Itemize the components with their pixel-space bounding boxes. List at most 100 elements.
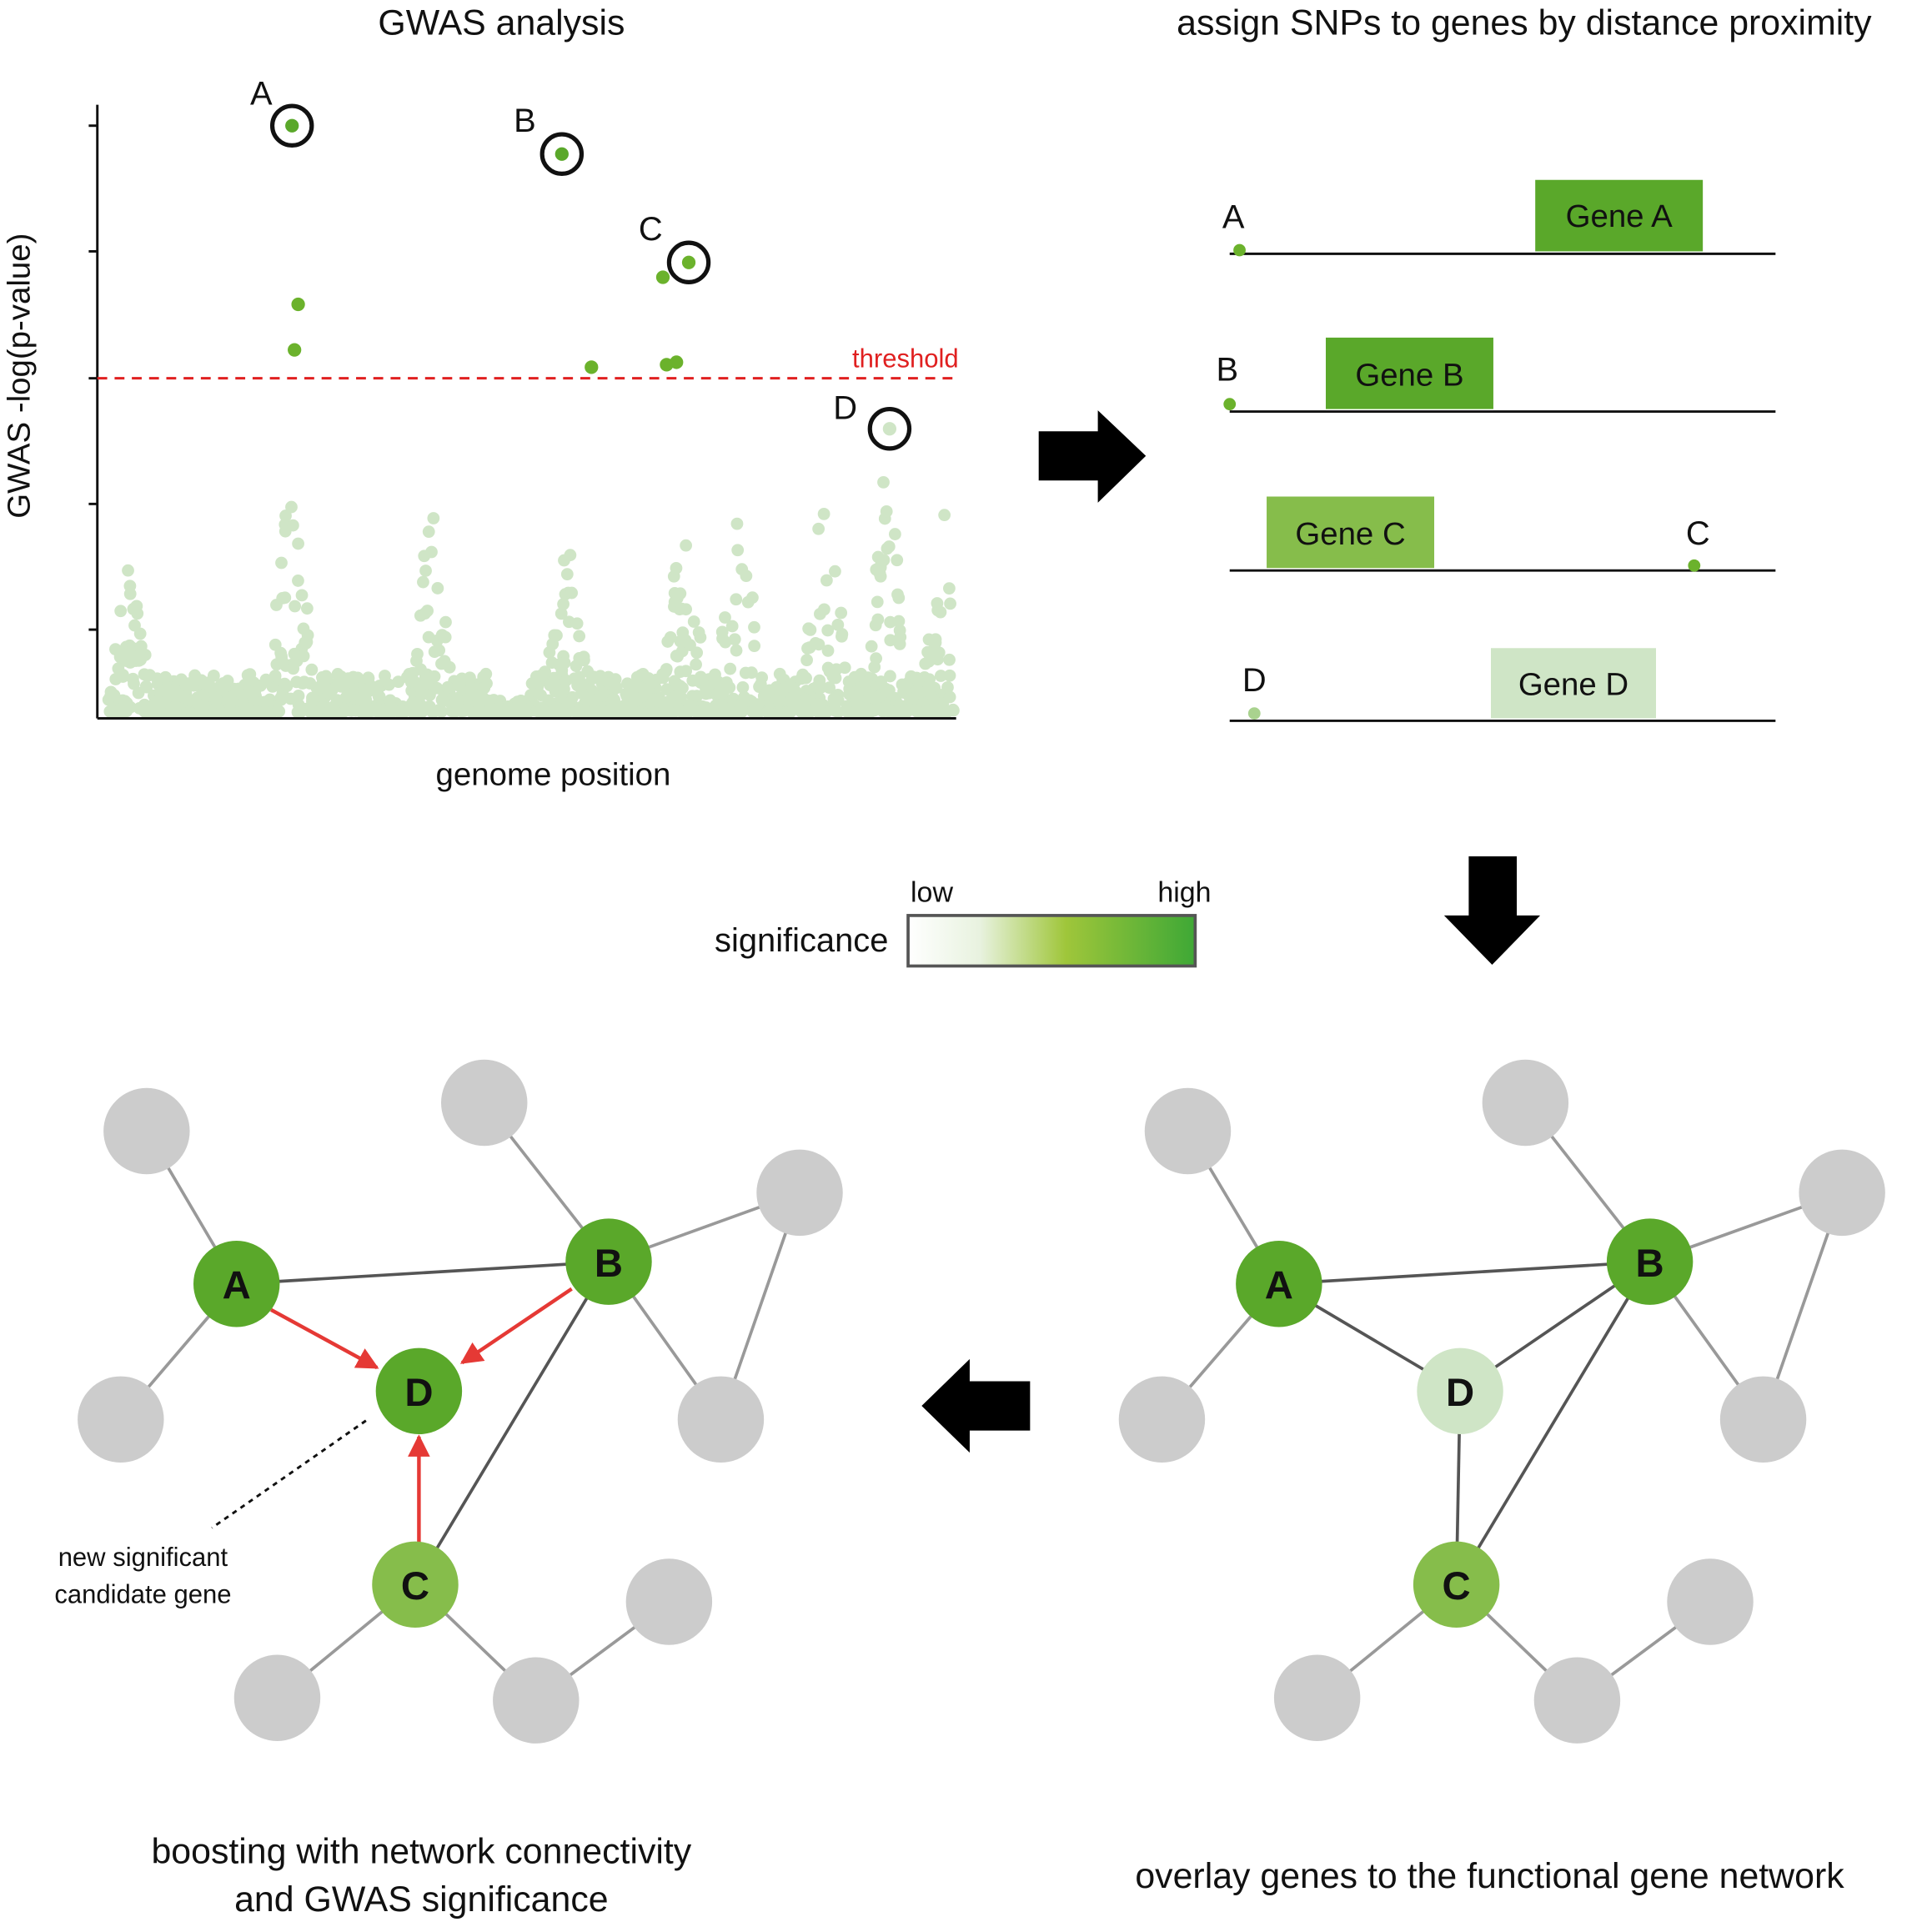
node-label: A <box>1265 1263 1293 1307</box>
background-snp-dot <box>243 685 256 699</box>
background-snp-dot <box>713 685 726 698</box>
background-snp-dot <box>633 705 646 719</box>
background-snp-dot <box>214 705 228 719</box>
background-snp-dot <box>295 589 309 602</box>
background-snp-dot <box>810 698 824 710</box>
significant-dot <box>670 355 684 369</box>
background-snp-dot <box>435 629 449 641</box>
background-snp-dot <box>595 690 608 702</box>
gray-node <box>441 1059 528 1147</box>
background-snp-dot <box>514 695 528 708</box>
background-snp-dot <box>680 665 693 678</box>
boost-title-line1: boosting with network connectivity <box>151 1831 691 1871</box>
overlay-title: overlay genes to the functional gene net… <box>1135 1856 1844 1896</box>
background-snp-dot <box>629 690 641 704</box>
background-snp-dot <box>746 591 759 605</box>
background-snp-dot <box>123 645 136 659</box>
background-snp-dot <box>421 605 434 617</box>
background-snp-dot <box>835 606 848 620</box>
background-snp-dot <box>203 679 216 692</box>
node-b-boosted: B <box>565 1218 652 1305</box>
gray-node <box>493 1657 580 1744</box>
background-snp-dot <box>419 565 432 577</box>
background-snp-dot <box>542 694 555 707</box>
background-snp-dot <box>383 678 395 691</box>
background-snp-dot <box>305 663 319 676</box>
background-snp-dot <box>919 657 932 670</box>
background-snp-dot <box>525 677 539 690</box>
background-snp-dot <box>279 524 292 538</box>
significance-legend: significance low high <box>715 877 1212 968</box>
gene-b-label: Gene B <box>1355 358 1463 394</box>
background-snp-dot <box>840 704 853 716</box>
gray-node <box>233 1654 321 1741</box>
node-b-overlay: B <box>1606 1218 1694 1305</box>
background-snp-dot <box>687 615 700 628</box>
background-snp-dot <box>294 705 307 718</box>
background-snp-dot <box>555 664 569 677</box>
background-snp-dot <box>947 704 960 717</box>
background-snp-dot <box>718 705 731 717</box>
significance-gradient-bar <box>906 914 1197 968</box>
background-snp-dot <box>544 679 557 691</box>
legend-low: low <box>911 877 953 909</box>
background-snp-dot <box>258 695 272 709</box>
background-snp-dot <box>821 624 835 637</box>
gray-node <box>1482 1059 1569 1147</box>
background-snp-dot <box>809 636 822 650</box>
gene-c-box <box>1267 496 1435 569</box>
background-snp-dot <box>478 681 491 695</box>
gray-node <box>1533 1657 1621 1744</box>
snp-b-label: B <box>514 103 536 139</box>
background-snp-dot <box>893 624 906 637</box>
snp-c-label: C <box>639 211 663 248</box>
background-snp-dot <box>690 690 704 702</box>
background-snp-dot <box>479 667 493 680</box>
background-snp-dot <box>221 675 234 687</box>
background-snp-dot <box>516 705 529 718</box>
background-snp-dot <box>831 618 845 631</box>
node-a-overlay: A <box>1236 1241 1322 1327</box>
background-snp-dot <box>123 580 137 593</box>
background-snp-dot <box>565 695 578 708</box>
background-snp-dot <box>821 644 835 657</box>
background-snp-dot <box>108 689 121 702</box>
background-snp-dot <box>292 575 304 587</box>
background-snp-dot <box>360 705 374 718</box>
node-a-boosted: A <box>193 1241 280 1327</box>
background-snp-dot <box>188 694 202 707</box>
node-c-boosted: C <box>372 1541 459 1628</box>
background-snp-dot <box>587 670 600 684</box>
gene-a-label: Gene A <box>1566 198 1674 234</box>
gray-node <box>1799 1149 1885 1237</box>
overlay-network: A B D C overlay genes to the functional … <box>1118 1059 1885 1896</box>
background-snp-dot <box>289 600 301 613</box>
background-snp-dot <box>748 620 760 634</box>
background-snp-dot <box>109 643 122 655</box>
background-snp-dot <box>851 690 864 703</box>
gene-d-label: Gene D <box>1518 666 1628 702</box>
background-snp-dot <box>783 679 796 692</box>
background-snp-dot <box>707 705 720 719</box>
background-snp-dot <box>827 692 841 705</box>
boost-arrow-b <box>459 1287 573 1365</box>
background-snp-dot <box>507 704 520 716</box>
background-snp-dot <box>431 582 444 595</box>
background-snp-dot <box>435 657 448 670</box>
background-snp-dot <box>422 525 435 539</box>
background-snp-dot <box>154 702 168 715</box>
background-snp-dot <box>384 701 398 715</box>
significant-dot <box>288 343 302 357</box>
background-snp-dot <box>564 549 577 562</box>
snp-c-marker: C <box>639 211 711 284</box>
background-snp-dot <box>439 615 452 629</box>
gwas-title: GWAS analysis <box>378 3 625 43</box>
background-snp-dot <box>922 685 936 699</box>
background-snp-dot <box>870 563 883 576</box>
background-snp-dot <box>738 690 750 704</box>
background-snp-dot <box>823 681 836 695</box>
background-snp-dot <box>728 633 741 646</box>
background-snp-dot <box>162 689 174 702</box>
